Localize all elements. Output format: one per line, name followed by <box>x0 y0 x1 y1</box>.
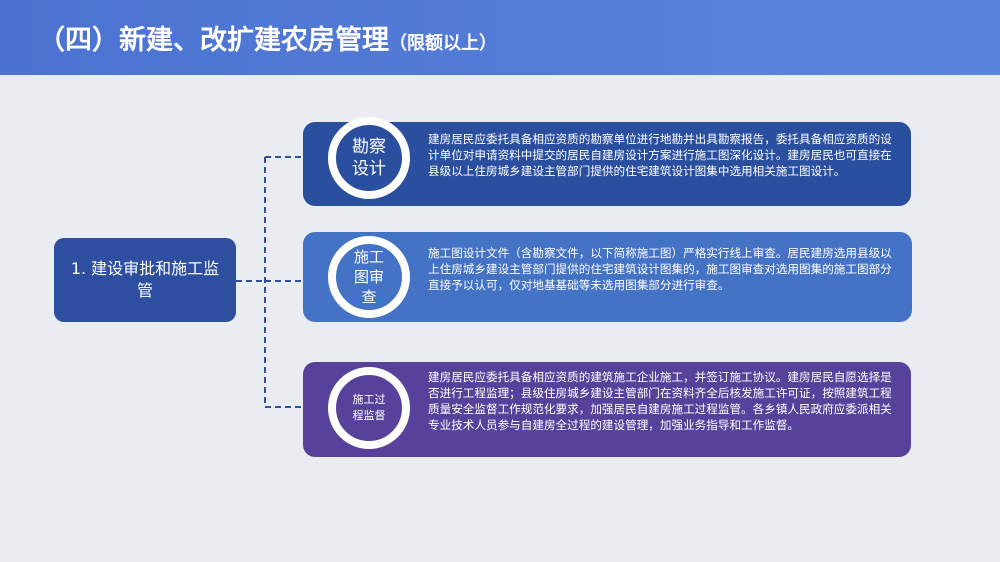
card-title: 勘察设计 <box>352 137 386 179</box>
title-main: （四）新建、改扩建农房管理 <box>38 25 389 56</box>
title-subtitle: （限额以上） <box>389 33 497 54</box>
circle-survey-design: 勘察设计 <box>328 117 410 199</box>
card-text: 施工图设计文件（含勘察文件，以下简称施工图）严格实行线上审查。居民建房选用县级以… <box>428 246 892 292</box>
circle-construction-supervision: 施工过程监督 <box>328 367 410 449</box>
card-construction-supervision: 施工过程监督 建房居民应委托具备相应资质的建筑施工企业施工，并签订施工协议。建房… <box>303 362 911 457</box>
header-bar: （四）新建、改扩建农房管理（限额以上） <box>0 0 1000 75</box>
page-title: （四）新建、改扩建农房管理（限额以上） <box>38 18 497 57</box>
card-text: 建房居民应委托具备相应资质的建筑施工企业施工，并签订施工协议。建房居民自愿选择是… <box>428 370 892 432</box>
card-text: 建房居民应委托具备相应资质的勘察单位进行地勘并出具勘察报告，委托具备相应资质的设… <box>428 132 892 178</box>
circle-drawing-review: 施工图审查 <box>328 236 410 318</box>
card-drawing-review: 施工图审查 施工图设计文件（含勘察文件，以下简称施工图）严格实行线上审查。居民建… <box>303 232 912 322</box>
root-node: 1. 建设审批和施工监管 <box>54 238 236 322</box>
card-title: 施工过程监督 <box>352 393 386 422</box>
root-label: 1. 建设审批和施工监管 <box>70 259 220 300</box>
card-title: 施工图审查 <box>353 248 384 306</box>
card-survey-design: 勘察设计 建房居民应委托具备相应资质的勘察单位进行地勘并出具勘察报告，委托具备相… <box>303 117 911 206</box>
